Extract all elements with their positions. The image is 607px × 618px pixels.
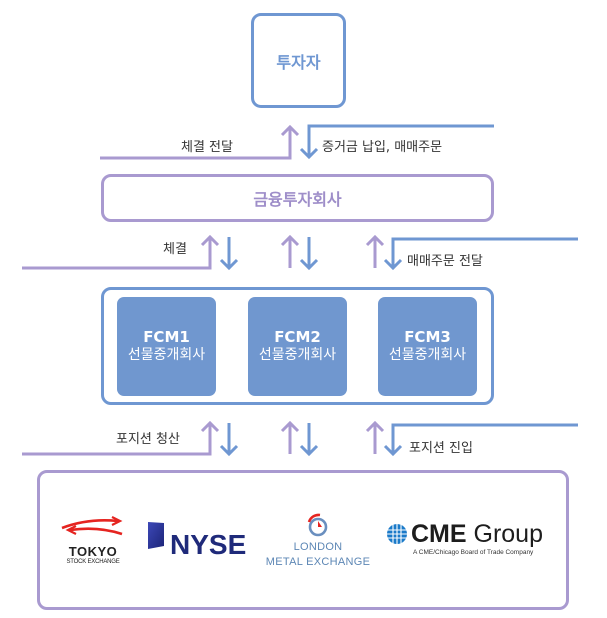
nyse-logo: NYSE xyxy=(146,521,246,561)
flow-down-arrow-broker-right xyxy=(391,237,578,268)
fcm-code: FCM1 xyxy=(143,328,190,347)
flow-down-arrow-investor xyxy=(307,124,494,157)
lme-logo: LONDON METAL EXCHANGE xyxy=(264,513,372,573)
broker-node: 금융투자회사 xyxy=(101,174,494,222)
arrowhead-down-1 xyxy=(299,147,319,160)
flow-up-arrow-investor xyxy=(100,127,292,160)
fcm-node-1: FCM1 선물중개회사 xyxy=(117,297,216,396)
investor-label: 투자자 xyxy=(276,52,321,72)
arrowhead-down-2 xyxy=(219,258,239,271)
arrowhead-down-4 xyxy=(383,258,403,271)
arrowhead-up-4 xyxy=(365,234,385,247)
arrowhead-down-5 xyxy=(219,444,239,457)
arrowhead-up-6 xyxy=(280,420,300,433)
cme-sub: A CME/Chicago Board of Trade Company xyxy=(413,549,534,556)
arrowhead-up-2 xyxy=(200,234,220,247)
cme-group-logo: CME Group A CME/Chicago Board of Trade C… xyxy=(386,520,556,560)
flow-label-execution: 체결 xyxy=(163,242,187,257)
cme-name: CME Group xyxy=(411,520,543,549)
arrowhead-up-1 xyxy=(280,124,300,137)
cme-bold: CME xyxy=(411,520,467,548)
investor-node: 투자자 xyxy=(251,13,346,108)
lme-line-1: LONDON xyxy=(293,541,343,553)
nyse-name: NYSE xyxy=(170,529,247,560)
flow-up-arrow-fcm-left xyxy=(22,423,212,456)
arrowhead-up-7 xyxy=(365,420,385,433)
flow-up-arrow-broker-left xyxy=(22,237,212,270)
flow-label-position-open: 포지션 진입 xyxy=(409,441,473,456)
fcm-group xyxy=(101,287,494,405)
fcm-node-3: FCM3 선물중개회사 xyxy=(378,297,477,396)
lme-name: LONDON METAL EXCHANGE xyxy=(264,540,372,570)
cme-globe-icon xyxy=(387,524,407,544)
tokyo-sub: STOCK EXCHANGE xyxy=(66,559,120,565)
flow-label-execution-report: 체결 전달 xyxy=(181,140,233,155)
flow-label-position-close: 포지션 청산 xyxy=(116,432,180,447)
fcm-name: 선물중개회사 xyxy=(127,347,206,364)
flow-label-margin-order: 증거금 납입, 매매주문 xyxy=(322,140,443,155)
arrowhead-down-3 xyxy=(299,258,319,271)
broker-label: 금융투자회사 xyxy=(253,190,342,209)
flow-down-arrow-fcm-right xyxy=(391,423,578,454)
fcm-name: 선물중개회사 xyxy=(388,347,467,364)
tokyo-stock-exchange-logo: TOKYO STOCK EXCHANGE xyxy=(58,516,128,568)
arrowhead-down-7 xyxy=(383,444,403,457)
lme-mark-icon xyxy=(307,513,328,537)
cme-light: Group xyxy=(466,520,544,548)
arrowhead-down-6 xyxy=(299,444,319,457)
exchanges-container xyxy=(37,470,569,610)
arrowhead-up-5 xyxy=(200,420,220,433)
lme-line-2: METAL EXCHANGE xyxy=(265,555,371,568)
arrowhead-up-3 xyxy=(280,234,300,247)
fcm-node-2: FCM2 선물중개회사 xyxy=(248,297,347,396)
fcm-code: FCM3 xyxy=(404,328,451,347)
fcm-name: 선물중개회사 xyxy=(258,347,337,364)
nyse-mark-icon xyxy=(148,522,164,549)
flow-label-order-forward: 매매주문 전달 xyxy=(407,254,483,269)
fcm-code: FCM2 xyxy=(274,328,321,347)
tokyo-arrows-icon xyxy=(61,516,123,536)
tokyo-name: TOKYO xyxy=(68,544,118,559)
